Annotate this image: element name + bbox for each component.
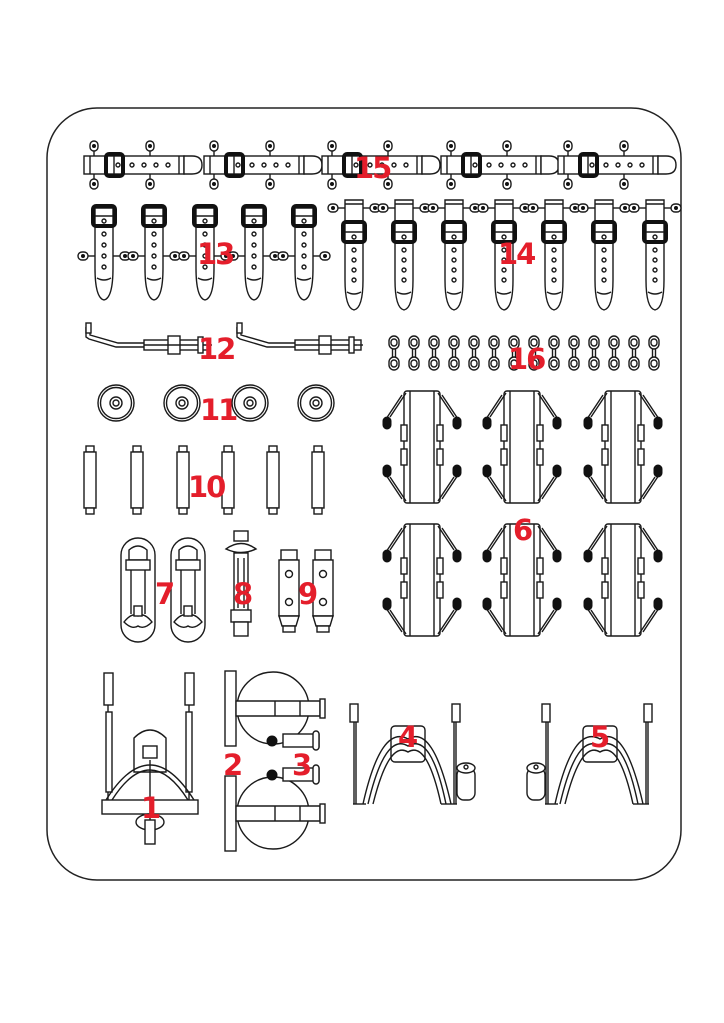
part-8-clip-connector xyxy=(224,530,258,637)
label-part-16: 16 xyxy=(508,342,545,376)
label-part-7: 7 xyxy=(155,577,173,611)
label-part-6: 6 xyxy=(513,513,532,547)
label-part-1: 1 xyxy=(141,791,160,825)
label-part-9: 9 xyxy=(298,577,317,611)
part-1-main-frame xyxy=(101,672,199,845)
label-part-10: 10 xyxy=(188,470,225,504)
label-part-2: 2 xyxy=(223,748,241,782)
label-part-4: 4 xyxy=(398,720,417,754)
parts-frame-border xyxy=(46,107,682,881)
label-part-11: 11 xyxy=(200,393,237,427)
label-part-12: 12 xyxy=(198,332,234,366)
label-part-8: 8 xyxy=(233,577,252,611)
part-4-arch-frame xyxy=(349,703,476,805)
part-2-wheel-brackets xyxy=(224,670,326,852)
part-3-small-clamps xyxy=(266,730,320,785)
label-part-13: 13 xyxy=(197,237,233,271)
label-part-15: 15 xyxy=(354,151,391,185)
label-part-14: 14 xyxy=(498,237,535,271)
label-part-3: 3 xyxy=(292,748,310,782)
label-part-5: 5 xyxy=(590,720,609,754)
part-5-arch-frame xyxy=(526,703,653,805)
